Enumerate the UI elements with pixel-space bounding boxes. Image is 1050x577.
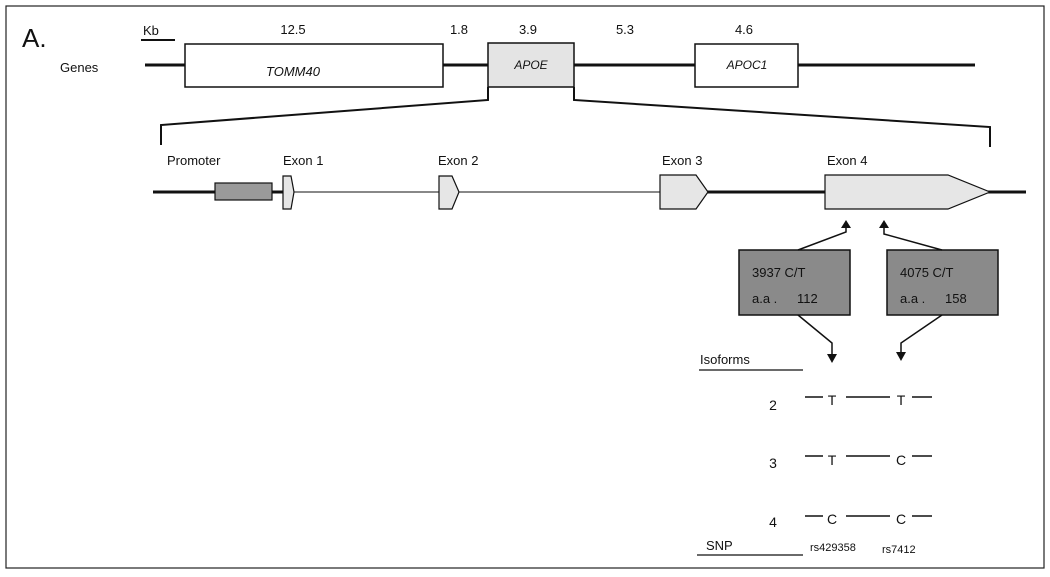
snp2-aa-label: a.a . xyxy=(900,291,925,306)
gene-size-tomm40: 12.5 xyxy=(280,22,305,37)
gene-size-gap2: 5.3 xyxy=(616,22,634,37)
snp2-aa-value: 158 xyxy=(945,291,967,306)
snp-box-2 xyxy=(886,249,999,316)
promoter-label: Promoter xyxy=(167,153,221,168)
zoom-line-right xyxy=(573,87,991,147)
snp2-arrowhead-up xyxy=(879,220,889,228)
gene-size-apoc1: 4.6 xyxy=(735,22,753,37)
gene-box-tomm40 xyxy=(184,43,444,88)
isoform-allele-2: T xyxy=(897,392,906,408)
snp-box-1 xyxy=(738,249,851,316)
gene-size-apoe: 3.9 xyxy=(519,22,537,37)
snp1-arrow-up xyxy=(797,222,847,251)
exon1-shape xyxy=(282,175,295,210)
isoform-allele-1: C xyxy=(827,511,837,527)
snp-id-2: rs7412 xyxy=(882,544,916,556)
snp-label: SNP xyxy=(706,538,733,553)
isoform-allele-2: C xyxy=(896,511,906,527)
zoom-line-left xyxy=(160,87,489,145)
isoform-allele-2: C xyxy=(896,452,906,468)
exon4-label: Exon 4 xyxy=(827,153,867,168)
snp2-arrow-up xyxy=(883,222,943,251)
snp-id-1: rs429358 xyxy=(810,542,856,554)
isoform-row: 3 T C xyxy=(769,452,932,471)
isoform-number: 3 xyxy=(769,455,777,471)
isoform-allele-1: T xyxy=(828,392,837,408)
snp1-aa-value: 112 xyxy=(797,291,818,306)
exon2-label: Exon 2 xyxy=(438,153,478,168)
snp2-arrowhead-down xyxy=(896,352,906,361)
figure-frame xyxy=(5,5,1045,569)
isoform-number: 4 xyxy=(769,514,777,530)
gene-name-apoe: APOE xyxy=(513,58,548,72)
snp1-aa-label: a.a . xyxy=(752,291,777,306)
gene-name-apoc1: APOC1 xyxy=(726,58,768,72)
promoter-box xyxy=(214,182,273,201)
isoform-row: 4 C C xyxy=(769,511,932,530)
scale-label: Kb xyxy=(143,23,159,38)
snp2-arrow-down xyxy=(900,314,943,358)
exon4-shape xyxy=(824,174,992,210)
snp2-position: 4075 C/T xyxy=(900,265,954,280)
snp1-arrowhead-up xyxy=(841,220,851,228)
snp1-arrow-down xyxy=(797,314,833,360)
exon3-label: Exon 3 xyxy=(662,153,702,168)
isoform-number: 2 xyxy=(769,397,777,413)
isoform-row: 2 T T xyxy=(769,392,932,413)
snp1-arrowhead-down xyxy=(827,354,837,363)
exon1-label: Exon 1 xyxy=(283,153,323,168)
genes-row-label: Genes xyxy=(60,60,99,75)
gene-size-gap1: 1.8 xyxy=(450,22,468,37)
exon3-shape xyxy=(659,174,709,210)
gene-box-apoe xyxy=(487,42,575,88)
panel-label: A. xyxy=(22,23,47,53)
isoforms-label: Isoforms xyxy=(700,352,750,367)
gene-name-tomm40: TOMM40 xyxy=(266,64,321,79)
isoform-allele-1: T xyxy=(828,452,837,468)
snp1-position: 3937 C/T xyxy=(752,265,806,280)
gene-box-apoc1 xyxy=(694,43,799,88)
exon2-shape xyxy=(438,175,460,210)
